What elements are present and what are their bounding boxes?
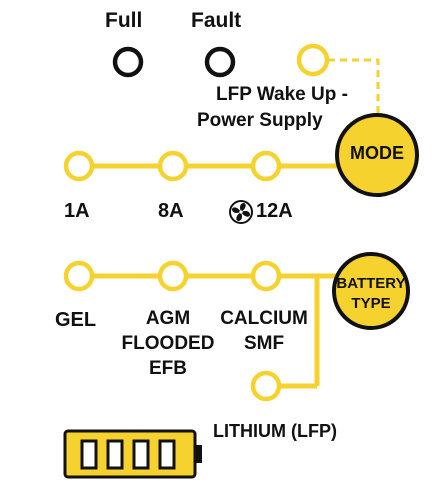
battery-level-icon	[63, 429, 202, 479]
mode-8a-label: 8A	[158, 200, 184, 222]
mode-12a-led	[250, 150, 282, 182]
smf-label: SMF	[243, 333, 285, 354]
battery-segment	[158, 439, 176, 470]
battery-segments	[80, 439, 176, 470]
gel-led	[63, 260, 95, 292]
battery-type-line1: BATTERY	[336, 275, 406, 292]
battery-type-button-label[interactable]: BATTERY TYPE	[334, 274, 408, 314]
agm-led	[157, 260, 189, 292]
mode-button[interactable]	[335, 113, 419, 197]
flooded-label: FLOODED	[121, 333, 215, 354]
lithium-label: LITHIUM (LFP)	[213, 421, 337, 441]
full-led	[112, 46, 144, 78]
agm-label-group: AGM FLOODED EFB	[113, 306, 223, 381]
mode-button-label[interactable]: MODE	[350, 143, 404, 163]
wake-dashed-line	[328, 58, 380, 114]
lithium-led	[250, 370, 282, 402]
mode-1a-label: 1A	[64, 200, 90, 222]
full-label: Full	[105, 9, 143, 32]
battery-segment	[132, 439, 150, 470]
mode-12a-label: 12A	[256, 200, 293, 222]
battery-type-line2: TYPE	[351, 295, 391, 312]
fan-icon	[229, 200, 253, 224]
agm-label: AGM	[145, 308, 191, 329]
efb-label: EFB	[149, 358, 187, 379]
mode-8a-led	[157, 150, 189, 182]
fault-label: Fault	[191, 9, 242, 32]
calcium-led	[250, 260, 282, 292]
mode-1a-led	[63, 150, 95, 182]
battery-segment	[106, 439, 124, 470]
calcium-label: CALCIUM	[220, 308, 308, 329]
battery-type-button[interactable]	[332, 252, 410, 330]
calcium-label-group: CALCIUM SMF	[208, 306, 320, 356]
battery-segment	[80, 439, 98, 470]
wake-label-line2: Power Supply	[197, 110, 323, 131]
fault-led	[204, 46, 236, 78]
wake-label-line1: LFP Wake Up -	[216, 84, 348, 105]
lfp-wake-led	[296, 43, 330, 77]
connector-lines	[79, 58, 380, 389]
gel-label: GEL	[55, 309, 97, 331]
